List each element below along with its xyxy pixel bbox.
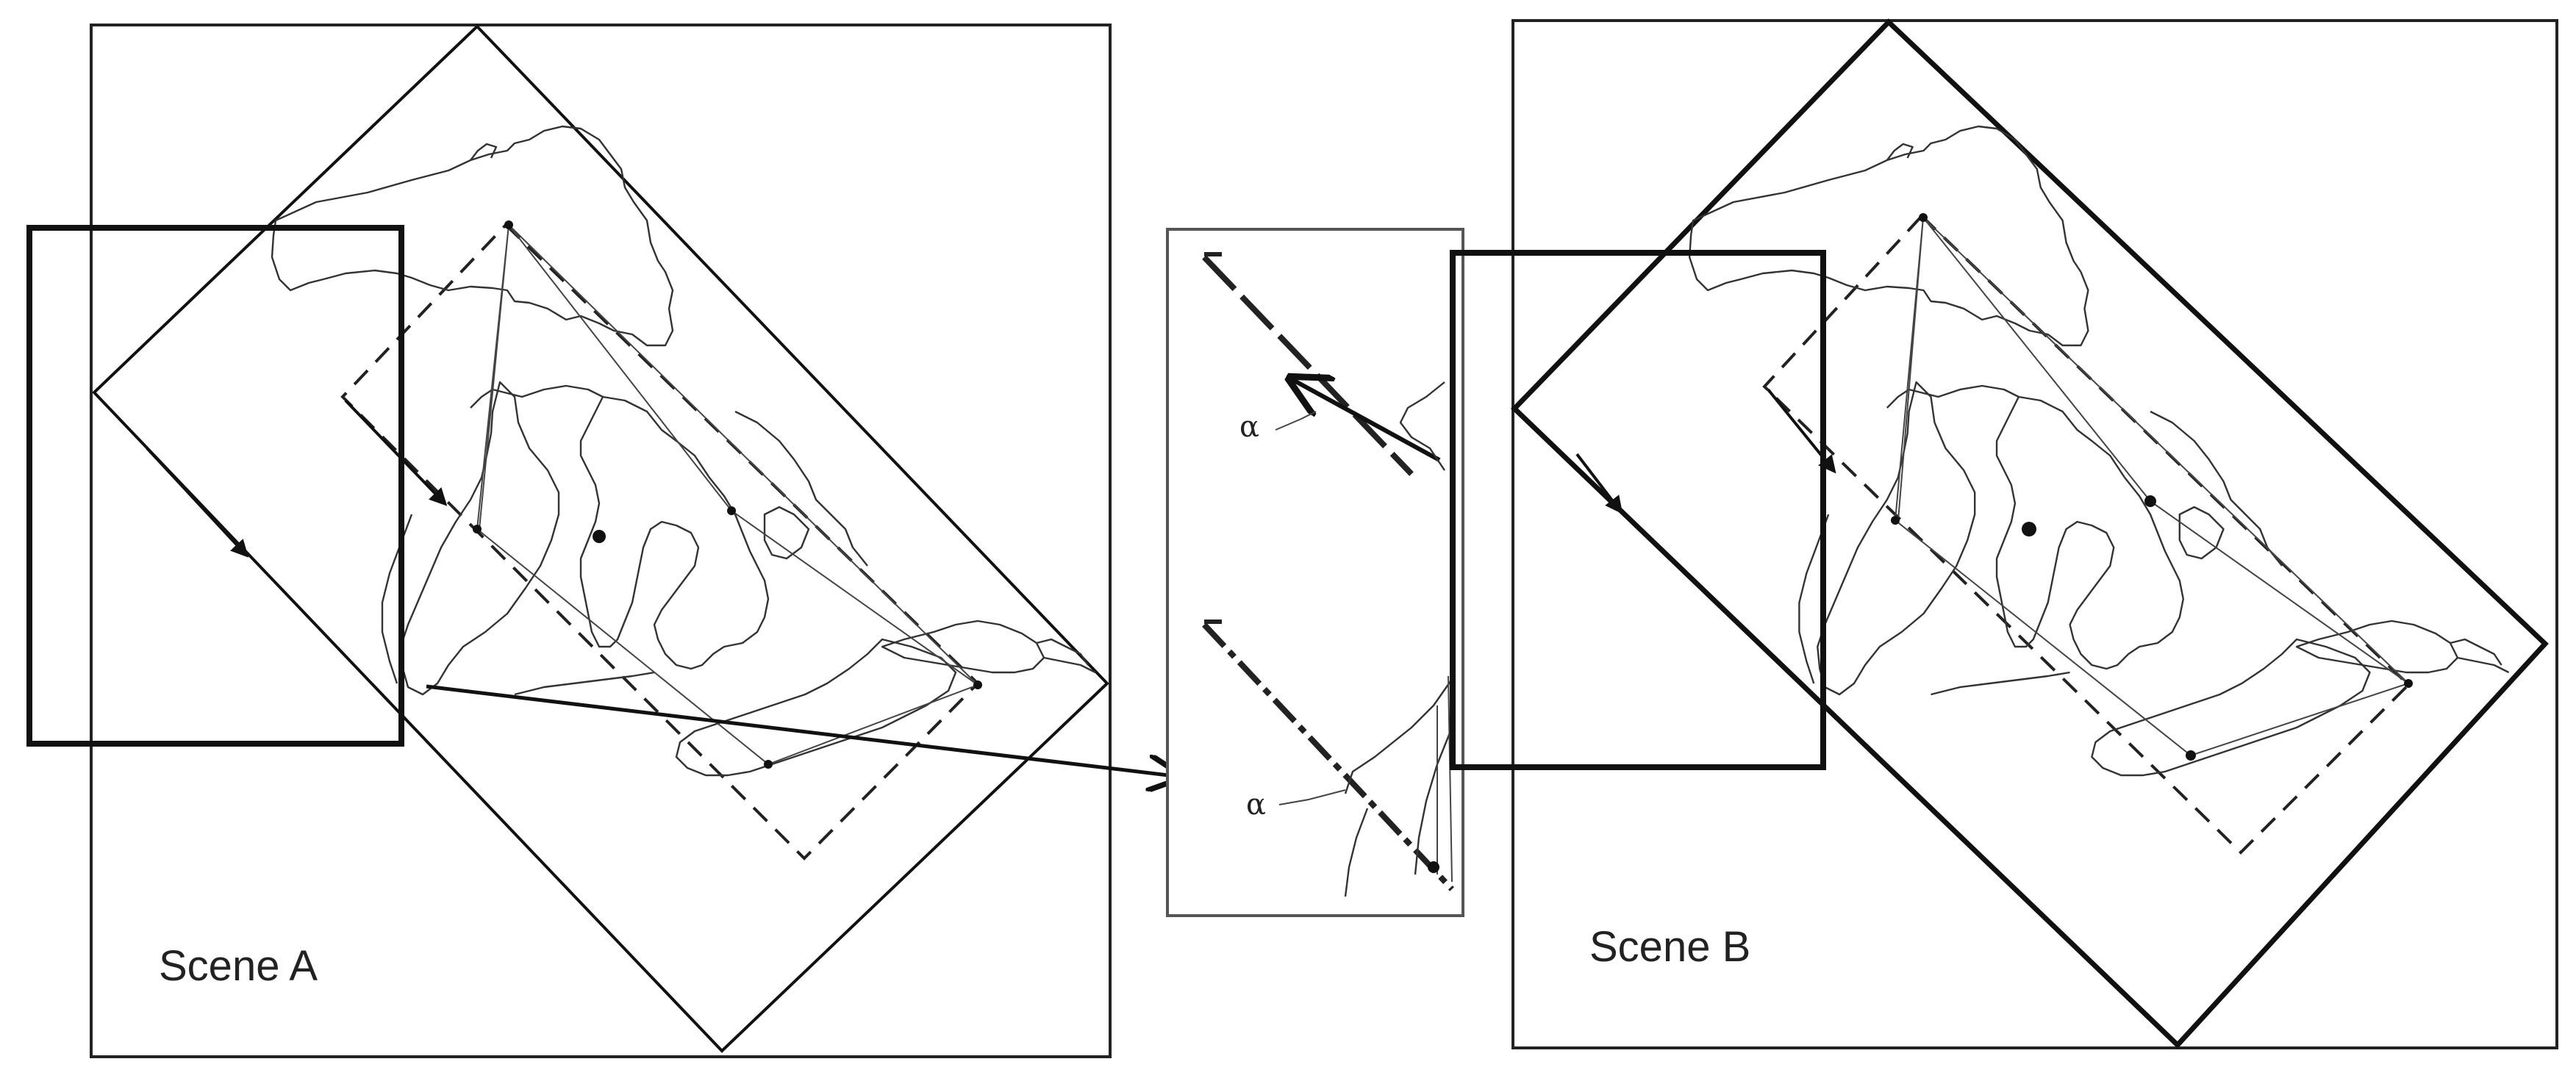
scene-b-footprint (1511, 18, 2549, 1049)
scene-a-direction-arrow (344, 399, 448, 506)
scene-a-point (727, 506, 736, 515)
zoom-arrow (426, 684, 1181, 777)
scene-b-point (1891, 516, 1900, 525)
inset-coastline (1344, 675, 1455, 794)
scene-b-dashed-box (1762, 214, 2411, 855)
scene-a-control-lines (476, 223, 979, 766)
inset-angle-label-upper: α (1239, 410, 1259, 444)
inset-point (1428, 861, 1439, 873)
scene-b-direction-arrow (1767, 388, 1836, 474)
inset-edge-upper (1202, 255, 1414, 476)
inset-coastline (1399, 381, 1445, 471)
zoom-inset: α α (1166, 228, 1464, 917)
inset-coastline (1414, 727, 1453, 875)
scene-a-highlight-box (26, 225, 404, 747)
scene-a-point (764, 760, 773, 769)
scene-a-point (473, 525, 482, 534)
inset-angle-label-lower: α (1246, 788, 1266, 822)
scene-b-point (1919, 213, 1928, 222)
scene-b-center-point (2022, 522, 2036, 536)
inset-angle-leader (1275, 411, 1317, 431)
scene-a-direction-arrow (146, 447, 249, 558)
scene-b-point (2404, 679, 2413, 688)
scene-a-point (973, 680, 982, 689)
inset-direction-arrow (1290, 378, 1441, 462)
scene-b-panel: Scene B (1450, 18, 2558, 1049)
scene-b-point (2144, 495, 2156, 507)
scene-a-label: Scene A (159, 942, 318, 990)
scene-a-center-point (593, 530, 606, 543)
scene-a-footprint (92, 24, 1109, 1053)
scene-a-point (504, 220, 513, 229)
inset-angle-leader (1278, 789, 1346, 805)
scene-a-frame (90, 24, 1112, 1058)
scene-b-frame (1511, 19, 2558, 1049)
inset-frame (1166, 228, 1464, 917)
scene-b-label: Scene B (1589, 923, 1750, 971)
scene-a-dashed-box (340, 223, 980, 861)
inset-edge-lower (1202, 622, 1454, 891)
scene-b-point (2186, 750, 2196, 761)
scene-b-highlight-box (1450, 250, 1826, 770)
scene-a-panel: Scene A (26, 24, 1112, 1058)
inset-coastline (1344, 808, 1369, 897)
inset-detail-lines (1437, 675, 1453, 883)
scene-b-direction-arrow (1575, 453, 1623, 514)
